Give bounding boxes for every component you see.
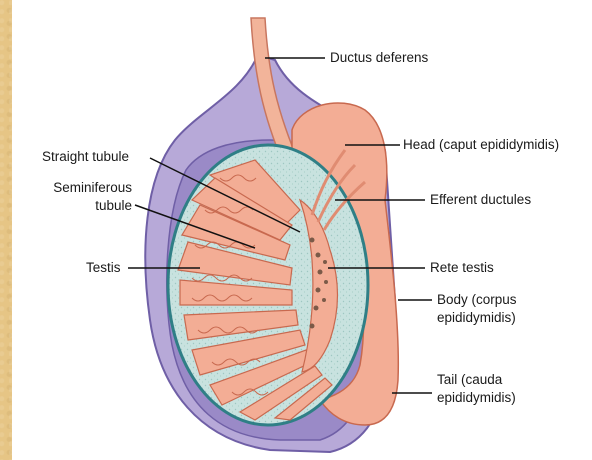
label-ductus-deferens: Ductus deferens — [330, 50, 428, 66]
label-efferent-ductules: Efferent ductules — [430, 192, 531, 208]
label-body-line2: epididymidis) — [437, 310, 516, 326]
label-testis: Testis — [86, 260, 121, 276]
label-rete-testis: Rete testis — [430, 260, 494, 276]
label-head: Head (caput epididymidis) — [403, 137, 559, 153]
label-tail-line2: epididymidis) — [437, 390, 516, 406]
label-tail-line1: Tail (cauda — [437, 372, 502, 388]
label-body-line1: Body (corpus — [437, 292, 517, 308]
label-straight-tubule: Straight tubule — [42, 149, 129, 165]
label-seminiferous-line1: Seminiferous — [30, 180, 132, 196]
label-seminiferous-line2: tubule — [30, 198, 132, 214]
